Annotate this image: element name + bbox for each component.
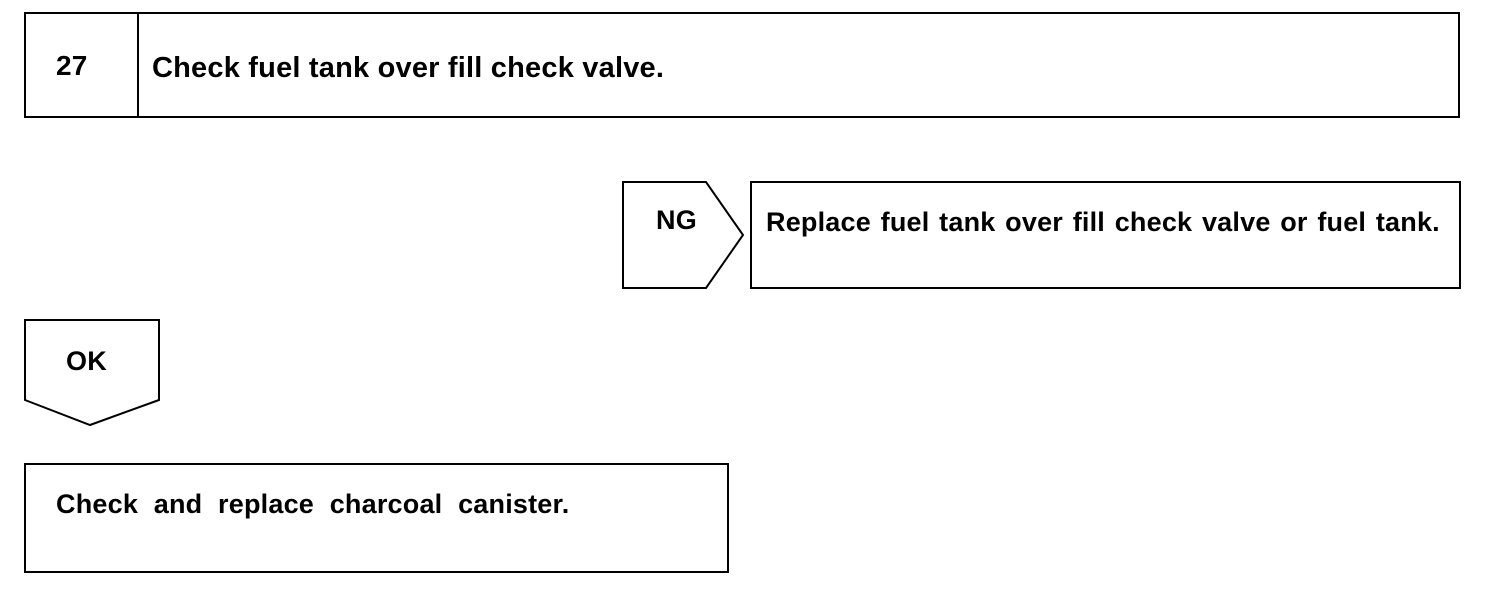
ok-result-box: Check and replace charcoal canister. bbox=[24, 463, 729, 573]
ok-label: OK bbox=[66, 346, 107, 376]
ng-arrow-shape bbox=[622, 181, 745, 289]
ok-arrow-shape bbox=[24, 319, 160, 427]
step-number: 27 bbox=[56, 50, 88, 81]
step-number-cell: 27 bbox=[26, 14, 139, 116]
step-title: Check fuel tank over fill check valve. bbox=[152, 52, 665, 84]
ng-result-box: Replace fuel tank over fill check valve … bbox=[750, 181, 1461, 289]
step-box: 27 Check fuel tank over fill check valve… bbox=[24, 12, 1460, 118]
ng-result-text: Replace fuel tank over fill check valve … bbox=[766, 207, 1440, 237]
ok-result-text: Check and replace charcoal canister. bbox=[56, 489, 570, 519]
ng-label: NG bbox=[656, 205, 697, 235]
